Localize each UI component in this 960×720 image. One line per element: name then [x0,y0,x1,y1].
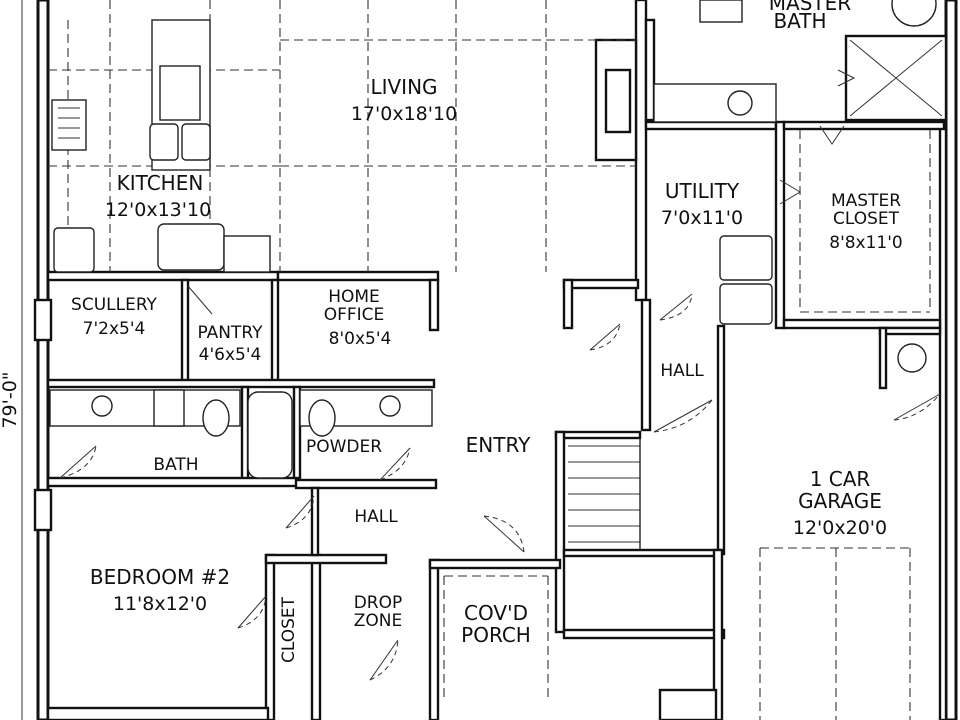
master-bath-fixtures [653,0,943,123]
toilet-icon [308,399,336,437]
hall-upper-name: HALL [660,361,704,381]
kitchen-fixtures [51,19,271,273]
drop-zone-name-2: ZONE [354,611,403,631]
pantry-dims: 4'6x5'4 [199,345,262,365]
bath-fixtures [49,389,433,479]
washer [719,235,773,281]
sink-icon [727,90,753,116]
living-dims: 17'0x18'10 [351,103,457,125]
covd-porch-name-2: PORCH [461,623,531,647]
home-office-name-1: HOME [328,287,380,307]
scullery-name: SCULLERY [71,295,158,315]
refrigerator [53,227,95,273]
master-closet-name-1: MASTER [831,191,901,211]
overall-dimension-label: 79'-0" [0,371,21,428]
room-labels: MASTER BATH LIVING 17'0x18'10 KITCHEN 12… [71,0,903,663]
tub-icon [891,0,937,27]
bedroom2-dims: 11'8x12'0 [113,593,207,615]
drop-zone-name-1: DROP [354,593,403,613]
utility-fixtures [719,235,927,373]
kitchen-dims: 12'0x13'10 [105,199,211,221]
entry-name: ENTRY [466,433,531,457]
kitchen-sink [159,65,201,121]
closet-name: CLOSET [279,596,299,663]
dryer [719,283,773,325]
water-heater-icon [897,343,927,373]
master-bath-name-2: BATH [773,9,826,33]
toilet-icon [202,399,230,437]
powder-name: POWDER [306,437,382,457]
master-closet-dims: 8'8x11'0 [829,233,903,253]
pantry-name: PANTRY [197,323,263,343]
garage-name-1: 1 CAR [810,467,871,491]
home-office-name-2: OFFICE [324,305,385,325]
bathtub-icon [247,391,293,479]
utility-name: UTILITY [665,179,740,203]
dimension-line: 79'-0" [0,0,23,720]
sink-icon [379,395,401,417]
garage-name-2: GARAGE [798,489,882,513]
bedroom2-name: BEDROOM #2 [90,565,230,589]
covd-porch-name-1: COV'D [464,601,528,625]
dining-chair [157,223,225,271]
kitchen-name: KITCHEN [117,171,204,195]
master-closet-name-2: CLOSET [833,209,900,229]
utility-dims: 7'0x11'0 [661,207,743,229]
living-name: LIVING [370,75,437,99]
interior-walls [46,0,948,720]
bath-name: BATH [153,455,198,475]
master-bath-name-1: MASTER [769,0,851,15]
door-swings [59,69,941,681]
stairs [568,438,641,550]
garage-dims: 12'0x20'0 [793,517,887,539]
sink-icon [91,395,113,417]
scullery-dims: 7'2x5'4 [83,319,146,339]
home-office-dims: 8'0x5'4 [329,329,392,349]
hall-lower-name: HALL [354,507,398,527]
